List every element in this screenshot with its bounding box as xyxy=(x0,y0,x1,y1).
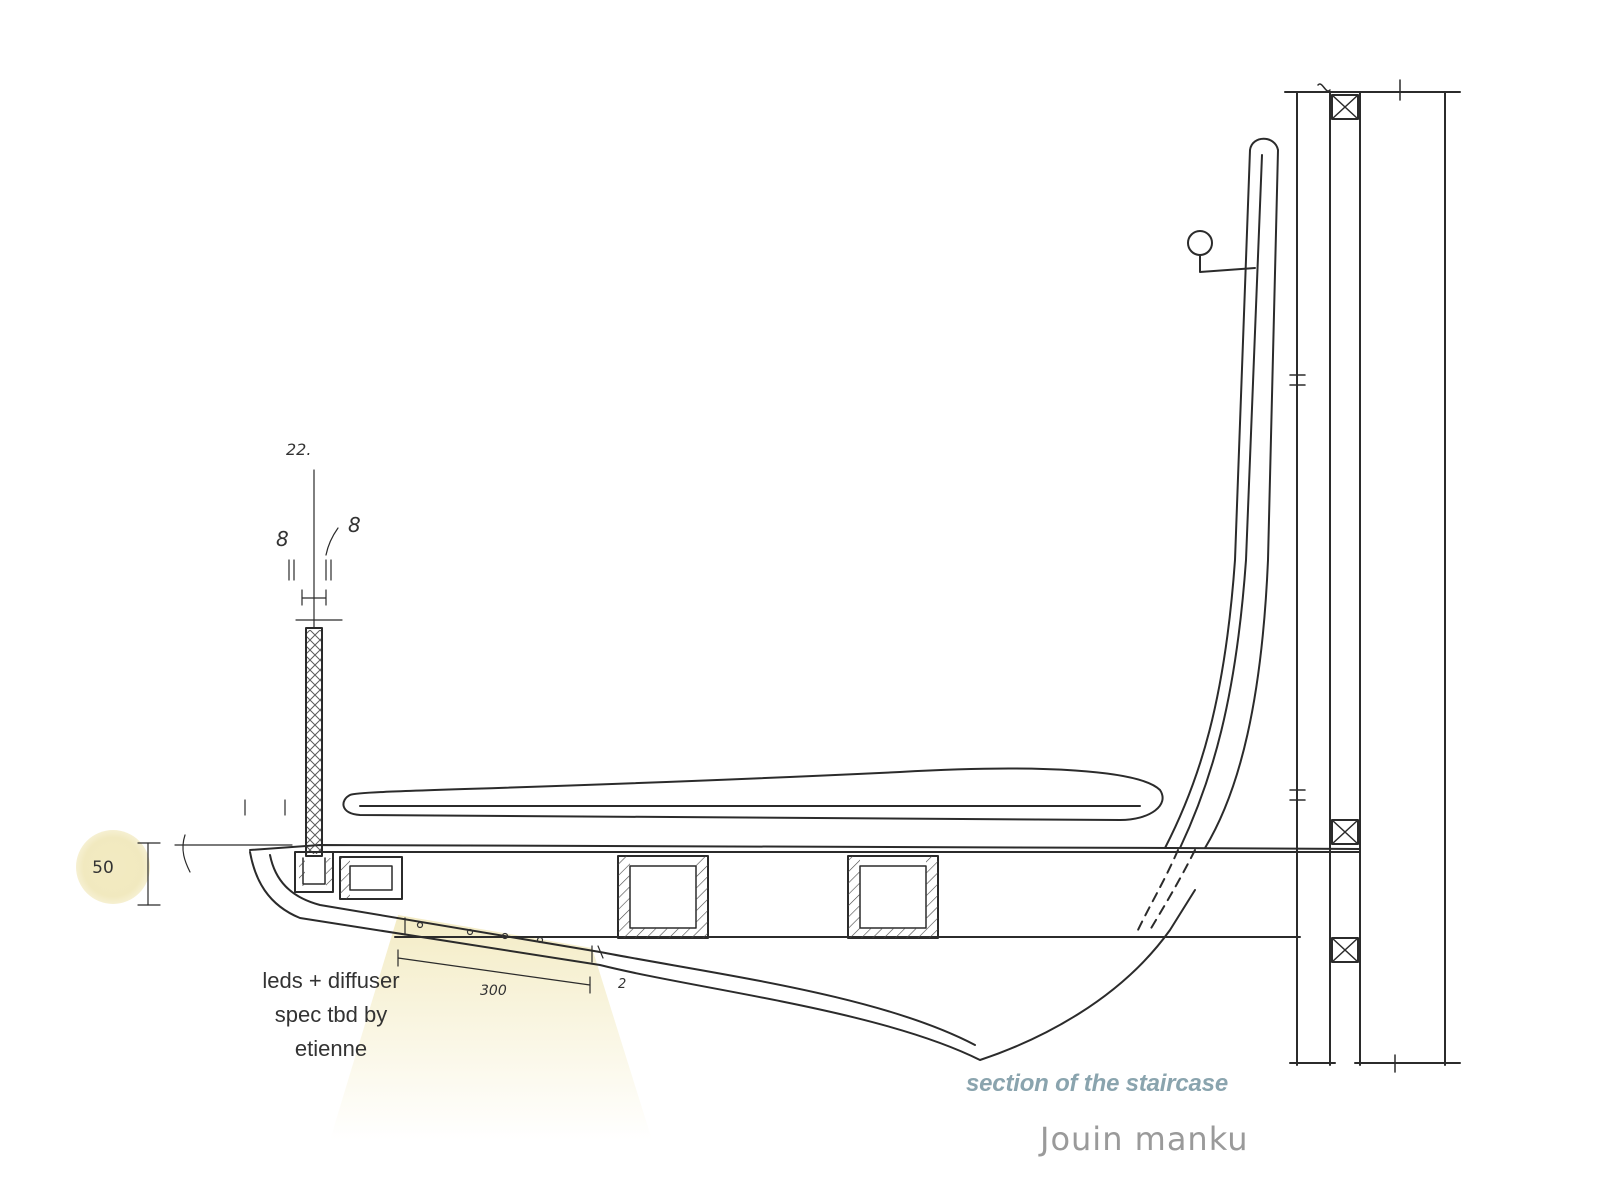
hidden-dashed-line-2 xyxy=(1137,849,1179,931)
stringer-box-3 xyxy=(847,855,939,939)
dim-label-8-right: 8 xyxy=(348,513,361,537)
handrail-knob xyxy=(1187,230,1213,256)
hidden-dashed-line xyxy=(1149,849,1196,931)
dim-label-22: 22. xyxy=(286,440,311,459)
curved-riser-inner xyxy=(1179,154,1263,849)
curved-riser-outer xyxy=(1164,137,1279,849)
bench-cushion xyxy=(342,767,1164,821)
drawing-caption: section of the staircase xyxy=(966,1070,1228,1097)
led-light-glow xyxy=(330,915,652,1140)
dimension-badge-label: 50 xyxy=(92,858,114,878)
wall-block-mid xyxy=(1331,819,1359,845)
wall-block-top xyxy=(1331,94,1359,120)
dimension-badge-circle xyxy=(76,830,150,904)
dim-label-300: 300 xyxy=(480,983,507,999)
tread-top-line xyxy=(249,844,1361,851)
soffit-inner-curve xyxy=(269,854,976,1046)
dim-label-8-left: 8 xyxy=(276,527,289,551)
stringer-box-2 xyxy=(617,855,709,939)
wall-block-low xyxy=(1331,937,1359,963)
dim-label-2: 2 xyxy=(618,977,626,992)
leds-diffuser-note: leds + diffuser spec tbd by etienne xyxy=(262,968,400,1061)
studio-name: Jouin manku xyxy=(1040,1120,1249,1158)
dim-line-300 xyxy=(397,957,591,986)
handrail-bracket xyxy=(1199,254,1256,273)
soffit-outer-curve xyxy=(249,851,1196,1061)
